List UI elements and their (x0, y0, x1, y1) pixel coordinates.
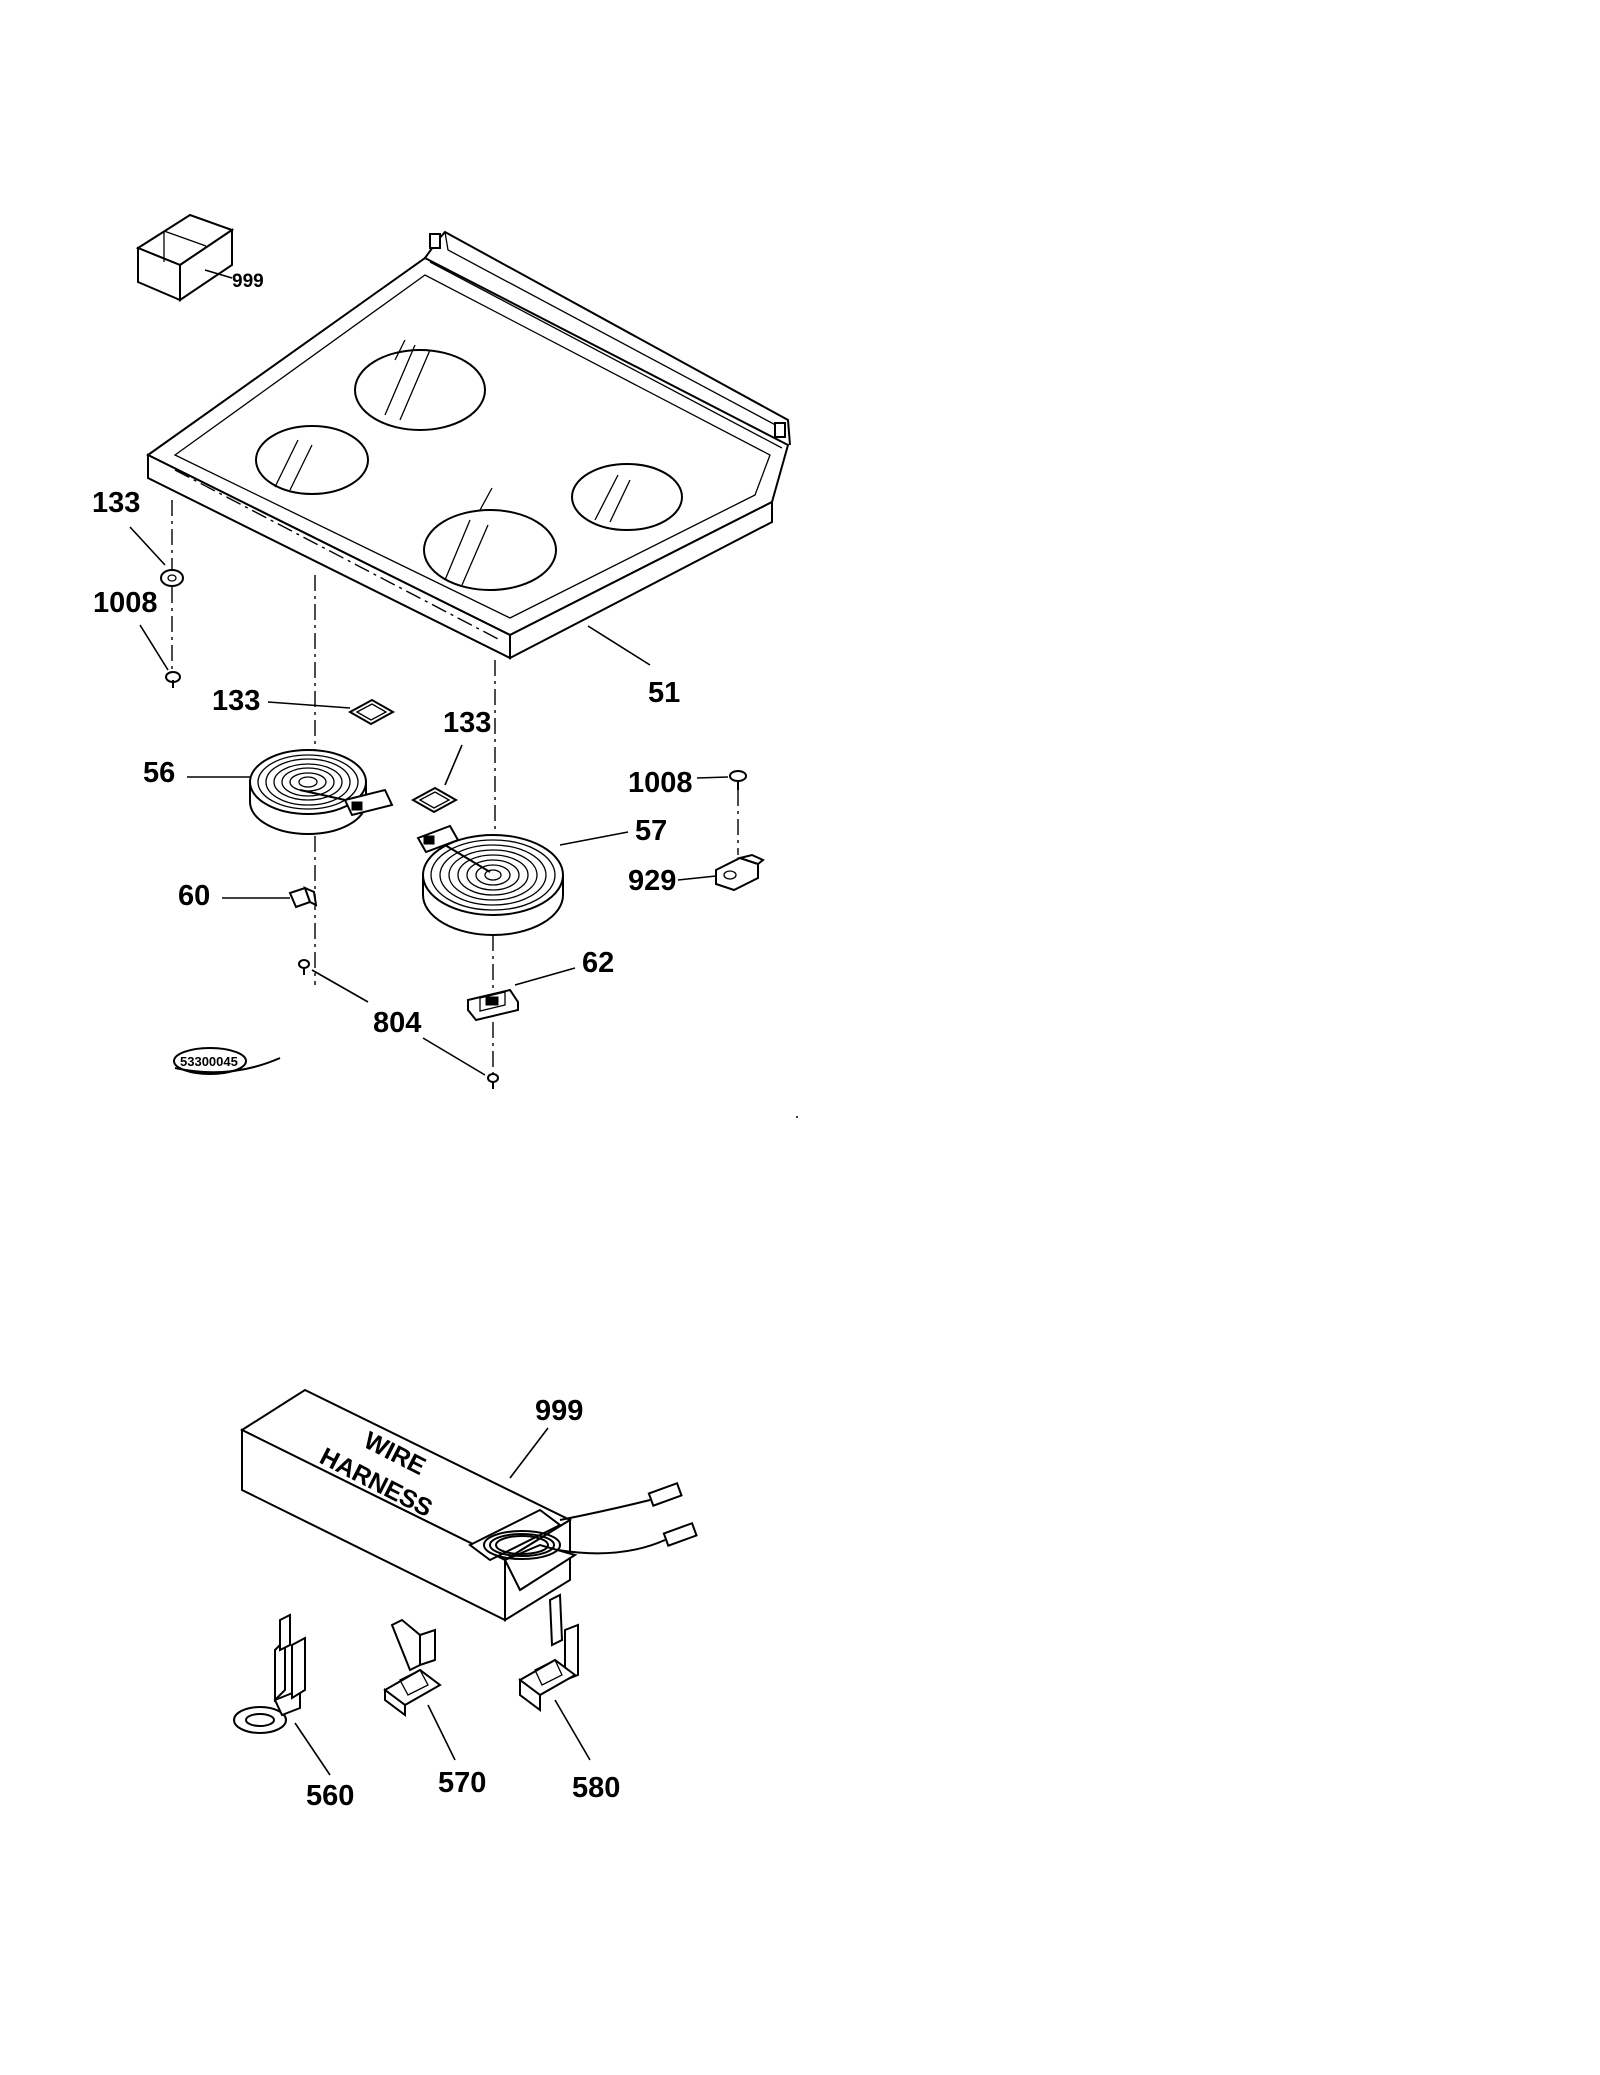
callout-580: 580 (572, 1772, 620, 1804)
callout-1008-right: 1008 (628, 767, 693, 799)
terminal-560 (233, 1613, 306, 1734)
terminal-570 (383, 1618, 442, 1717)
callout-57: 57 (635, 815, 667, 847)
callout-999-harness: 999 (535, 1395, 583, 1427)
surface-unit-56 (249, 749, 394, 835)
screw-1008-left (165, 671, 181, 688)
burner-rear-left (354, 349, 486, 431)
callout-62: 62 (582, 947, 614, 979)
wire-harness-box (239, 1388, 698, 1622)
kit-box-999 (135, 213, 235, 302)
drawing-number-stamp: 53300045 (173, 1047, 281, 1075)
callout-60: 60 (178, 880, 210, 912)
cooktop-glass (146, 230, 791, 666)
callout-570: 570 (438, 1767, 486, 1799)
burner-front-left (255, 425, 369, 495)
pad-133-top-left (347, 698, 396, 726)
screw-804-left (298, 959, 310, 975)
callout-929: 929 (628, 865, 676, 897)
callout-804: 804 (373, 1007, 421, 1039)
callout-133-top-left: 133 (212, 685, 260, 717)
clip-62 (467, 988, 519, 1022)
stray-dot (796, 1116, 798, 1118)
burner-rear-right (571, 463, 683, 531)
callout-51: 51 (648, 677, 680, 709)
surface-unit-57 (416, 824, 564, 936)
clip-60 (288, 886, 318, 909)
pad-133-left (160, 569, 184, 587)
screw-804-right (487, 1073, 499, 1089)
burner-front-right (423, 509, 557, 591)
terminal-580 (518, 1593, 579, 1712)
callout-560: 560 (306, 1780, 354, 1812)
bracket-929 (715, 853, 765, 892)
callout-999-kit: 999 (232, 271, 264, 292)
callout-56: 56 (143, 757, 175, 789)
callout-1008-left: 1008 (93, 587, 158, 619)
pad-133-center (410, 786, 459, 814)
stamp-text: 53300045 (180, 1054, 238, 1069)
callout-133-left: 133 (92, 487, 140, 519)
screw-1008-right (729, 770, 747, 790)
callout-133-center: 133 (443, 707, 491, 739)
